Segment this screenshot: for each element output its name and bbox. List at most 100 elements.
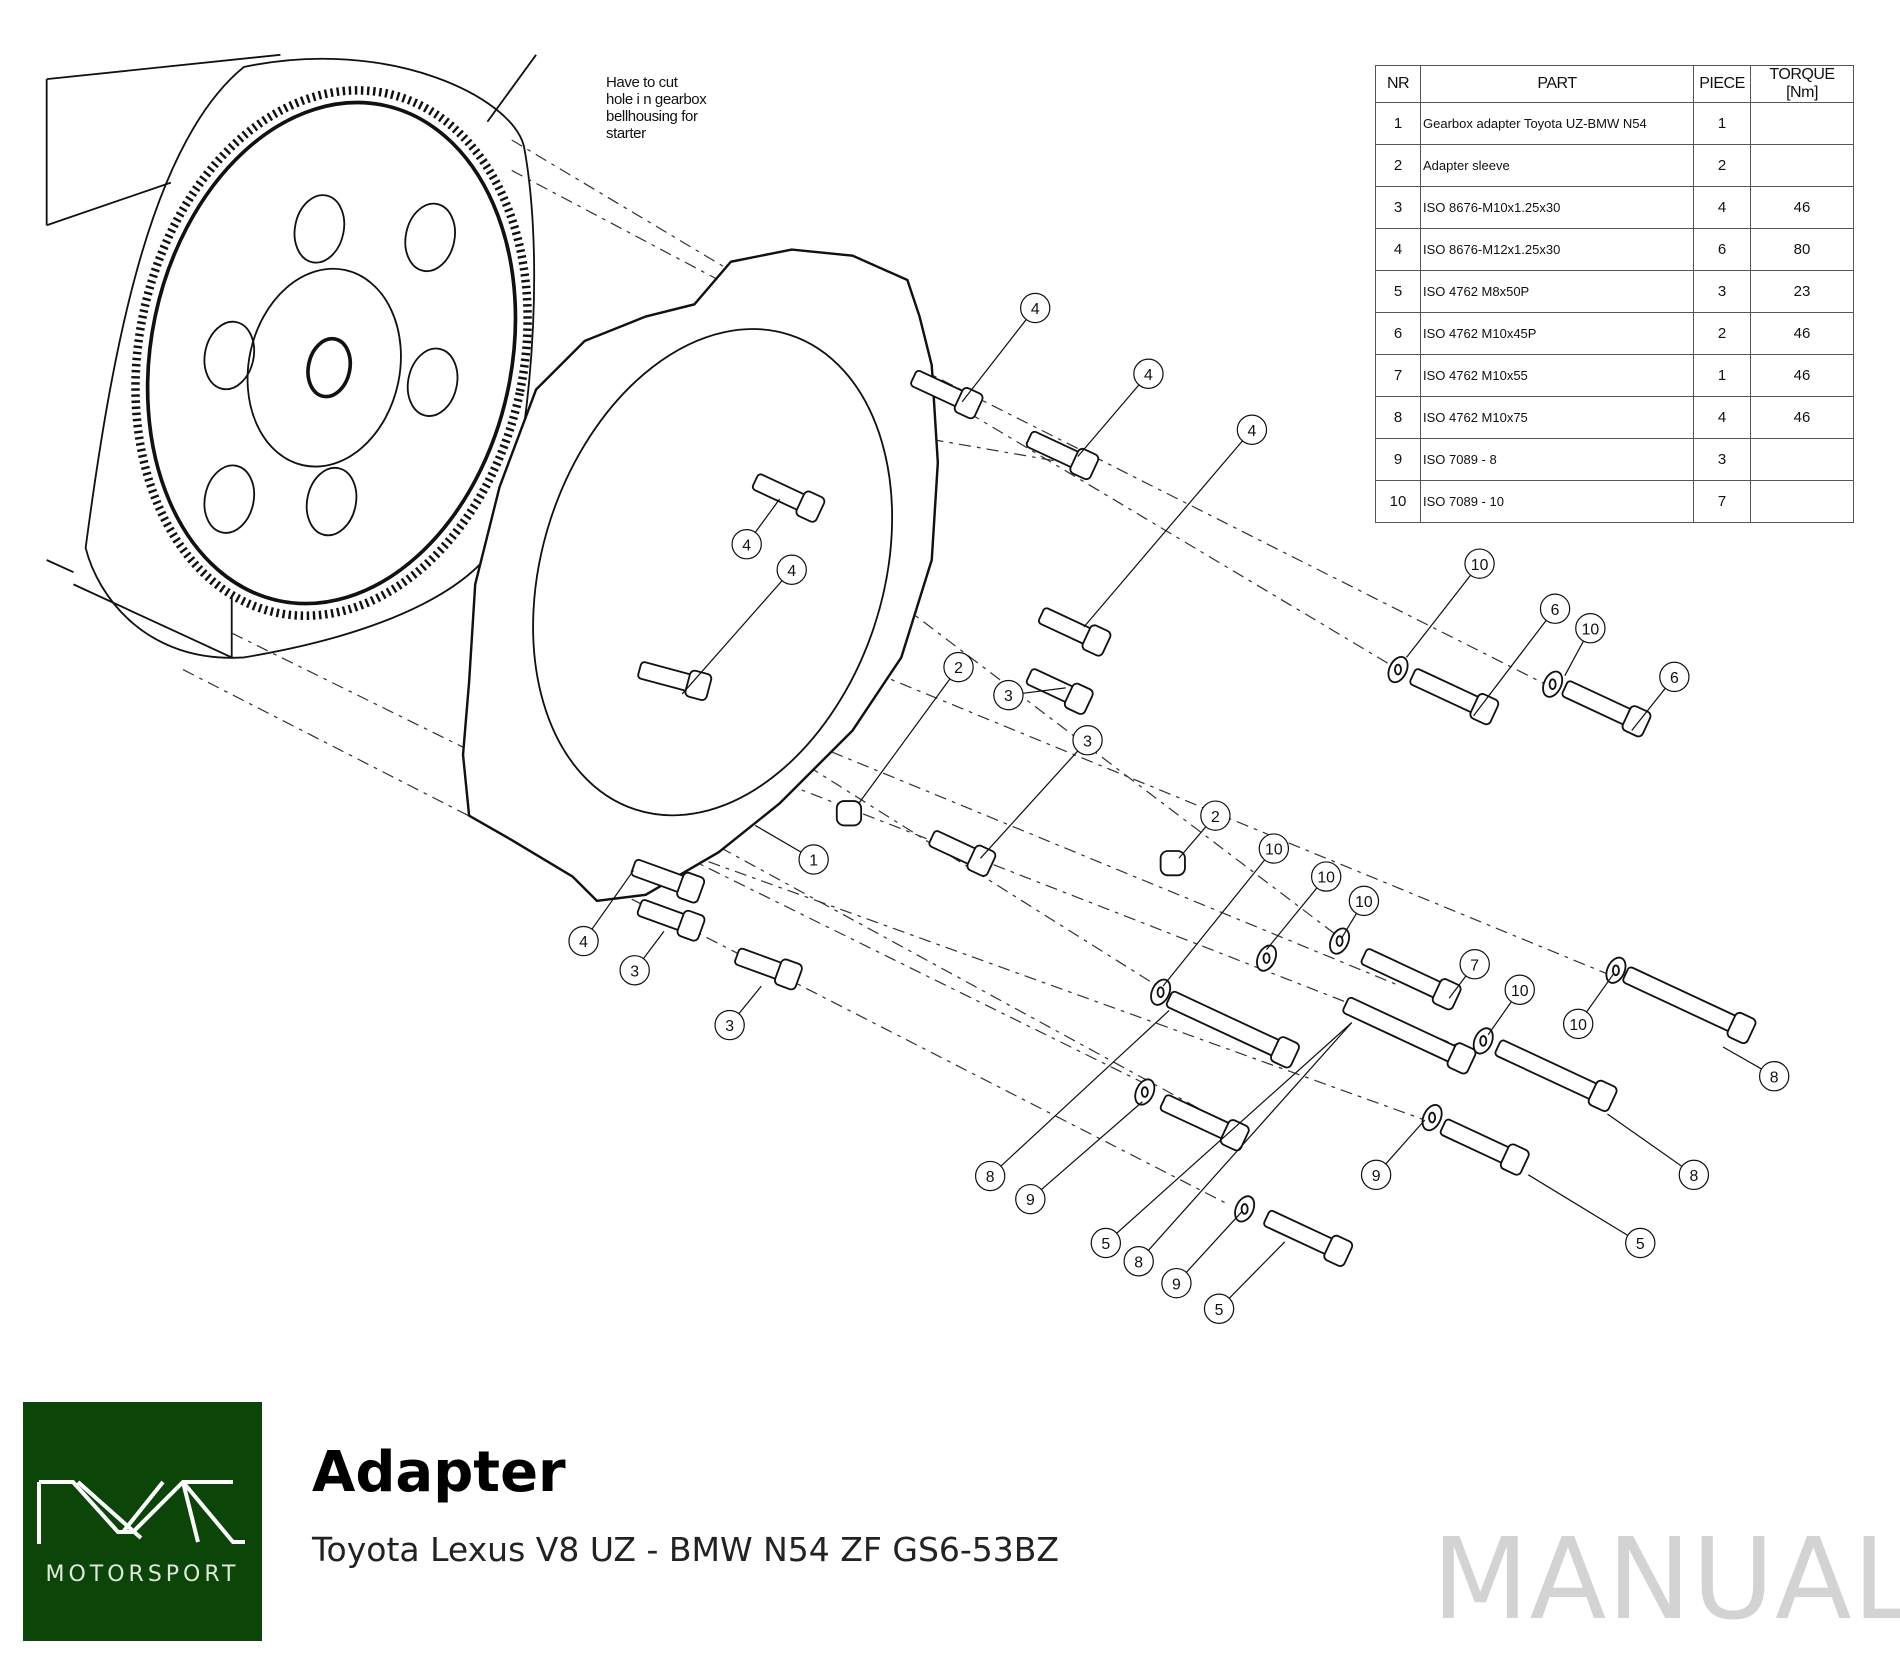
flywheel-window xyxy=(404,202,456,273)
cell-torque: 80 xyxy=(1750,228,1854,271)
leader-line xyxy=(1527,1174,1641,1244)
callout-circle xyxy=(1133,358,1164,389)
callout-balloon: 8 xyxy=(1607,1113,1710,1191)
callout-circle xyxy=(568,925,599,957)
header-nr: NR xyxy=(1375,65,1421,103)
centerline xyxy=(681,851,1426,1121)
callout-balloon: 4 xyxy=(1077,358,1164,457)
callout-circle xyxy=(1203,1293,1235,1324)
flywheel-window xyxy=(203,320,256,391)
flywheel-window xyxy=(293,194,346,264)
pmc-logo-mark-icon xyxy=(37,1480,245,1544)
page-subtitle: Toyota Lexus V8 UZ - BMW N54 ZF GS6-53BZ xyxy=(312,1530,1060,1569)
cell-torque: 46 xyxy=(1750,186,1854,229)
cell-part: Gearbox adapter Toyota UZ-BMW N54 xyxy=(1420,102,1694,145)
cell-part: ISO 8676-M10x1.25x30 xyxy=(1420,186,1694,229)
flywheel-center-bore xyxy=(306,336,353,399)
leader-line xyxy=(979,739,1089,859)
callout-number: 4 xyxy=(1144,367,1153,384)
callout-balloon: 3 xyxy=(619,930,665,986)
callout-number: 8 xyxy=(1134,1254,1143,1271)
header-piece: PIECE xyxy=(1693,65,1751,103)
bolt-head xyxy=(676,871,706,904)
callout-circle xyxy=(1659,661,1690,693)
callout-number: 6 xyxy=(1551,602,1560,619)
callout-circle xyxy=(1200,800,1231,831)
cell-part: ISO 4762 M10x75 xyxy=(1420,396,1694,439)
callout-balloon: 8 xyxy=(1722,1046,1790,1092)
callout-circle xyxy=(1625,1227,1656,1259)
callout-circle xyxy=(798,844,829,875)
leader-line xyxy=(1175,1210,1243,1284)
callout-number: 4 xyxy=(1248,423,1257,440)
callout-number: 10 xyxy=(1569,1017,1587,1034)
callout-circle xyxy=(1310,861,1342,892)
cell-nr: 2 xyxy=(1375,144,1421,187)
cell-torque xyxy=(1750,102,1854,145)
callout-circle xyxy=(1562,1008,1594,1040)
callout-number: 10 xyxy=(1355,894,1373,911)
leader-line xyxy=(858,666,960,804)
leader-line xyxy=(961,307,1036,403)
flywheel-hub xyxy=(246,267,402,468)
bolt-shank xyxy=(1263,1209,1337,1256)
washer-hole xyxy=(1611,964,1620,977)
bolt-head xyxy=(1469,693,1500,726)
header-part: PART xyxy=(1420,65,1694,103)
header-torque: TORQUE [Nm] xyxy=(1750,65,1854,103)
washer-hole xyxy=(1428,1111,1437,1124)
callout-circle xyxy=(714,1009,745,1041)
bolt-head xyxy=(1431,978,1462,1011)
bolt-head xyxy=(1446,1042,1477,1075)
cell-nr: 1 xyxy=(1375,102,1421,145)
cell-torque: 23 xyxy=(1750,270,1854,313)
callout-circle xyxy=(943,651,974,683)
cell-part: ISO 7089 - 10 xyxy=(1420,480,1694,523)
bolt-head xyxy=(1069,447,1100,481)
callout-balloon: 8 xyxy=(974,1010,1170,1192)
adapter-sleeve xyxy=(835,800,863,827)
cell-nr: 10 xyxy=(1375,480,1421,523)
bolt-shank xyxy=(1360,948,1445,1000)
callout-balloon: 4 xyxy=(681,554,807,695)
callout-number: 4 xyxy=(1031,301,1040,318)
cell-part: ISO 4762 M10x45P xyxy=(1420,312,1694,355)
bolt-shank xyxy=(1622,966,1740,1033)
bolt-head xyxy=(1323,1234,1354,1267)
leader-line xyxy=(1406,563,1481,658)
cell-part: ISO 8676-M12x1.25x30 xyxy=(1420,228,1694,271)
starter-cut-note: Have to cut hole i n gearbox bellhousing… xyxy=(606,74,707,142)
cell-part: ISO 4762 M8x50P xyxy=(1420,270,1694,313)
note-line: starter xyxy=(606,125,646,142)
bolt-head xyxy=(1587,1079,1618,1112)
bolt xyxy=(1360,948,1462,1011)
cell-nr: 4 xyxy=(1375,228,1421,271)
bolt xyxy=(637,661,713,701)
callout-balloon: 9 xyxy=(1015,1101,1143,1215)
bolt xyxy=(1342,996,1477,1075)
callout-circle xyxy=(1072,724,1103,756)
cell-piece: 7 xyxy=(1693,480,1751,523)
note-line: Have to cut xyxy=(606,74,678,91)
cell-piece: 1 xyxy=(1693,354,1751,397)
callout-circle xyxy=(1678,1159,1710,1191)
callout-number: 2 xyxy=(954,660,963,677)
bolt-head xyxy=(1270,1036,1300,1069)
cell-torque: 46 xyxy=(1750,312,1854,355)
callout-circle xyxy=(1348,885,1380,917)
callout-balloon: 6 xyxy=(1473,593,1571,717)
flywheel-window xyxy=(305,466,358,537)
callout-circle xyxy=(1161,1267,1192,1299)
callout-number: 10 xyxy=(1582,621,1600,638)
washer-hole xyxy=(1479,1035,1488,1047)
callout-balloon: 8 xyxy=(1123,1022,1353,1277)
callout-balloon: 4 xyxy=(1083,414,1268,628)
cell-torque: 46 xyxy=(1750,354,1854,397)
callout-balloon: 10 xyxy=(1564,612,1606,676)
callout-number: 8 xyxy=(986,1169,995,1186)
